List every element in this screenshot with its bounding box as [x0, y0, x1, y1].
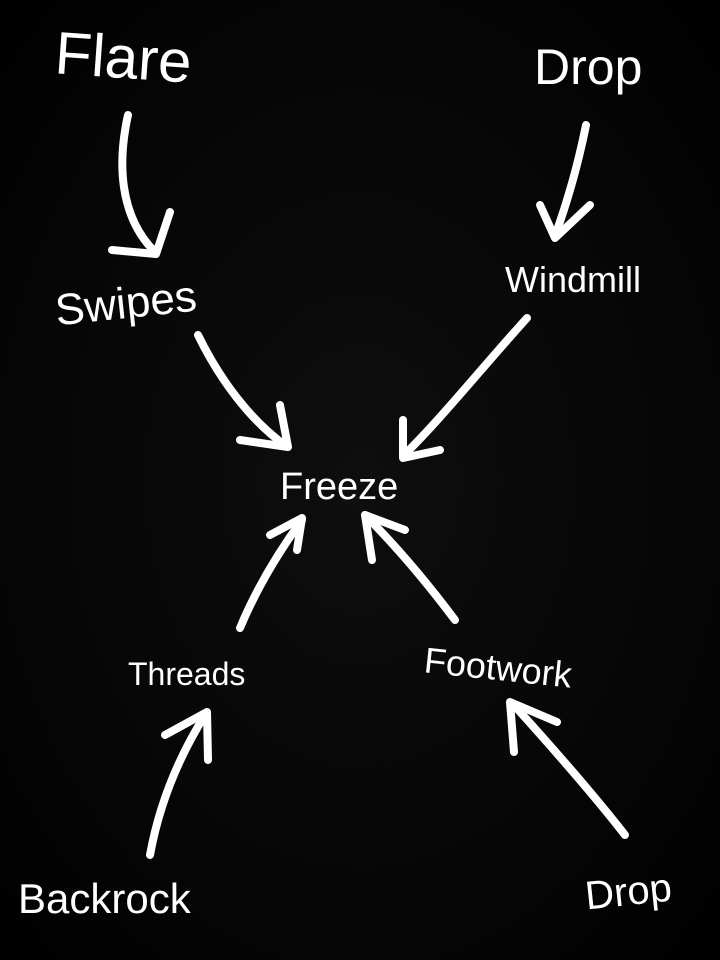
node-freeze: Freeze	[280, 466, 399, 508]
arrow-swipes-to-freeze	[194, 331, 292, 451]
arrow-windmill-to-freeze	[399, 314, 531, 462]
node-drop-bottom: Drop	[582, 865, 674, 919]
node-drop-top: Drop	[534, 39, 643, 95]
arrow-drop-to-windmill	[536, 121, 594, 242]
arrow-drop-to-footwork	[506, 698, 629, 839]
arrow-footwork-to-freeze	[361, 511, 459, 624]
node-windmill: Windmill	[505, 259, 642, 300]
arrow-threads-to-freeze	[236, 514, 306, 632]
arrow-backrock-to-threads	[146, 708, 212, 859]
node-backrock: Backrock	[18, 875, 191, 922]
arrow-flare-to-swipes	[108, 111, 174, 258]
node-threads: Threads	[128, 656, 246, 692]
node-flare: Flare	[52, 19, 194, 96]
